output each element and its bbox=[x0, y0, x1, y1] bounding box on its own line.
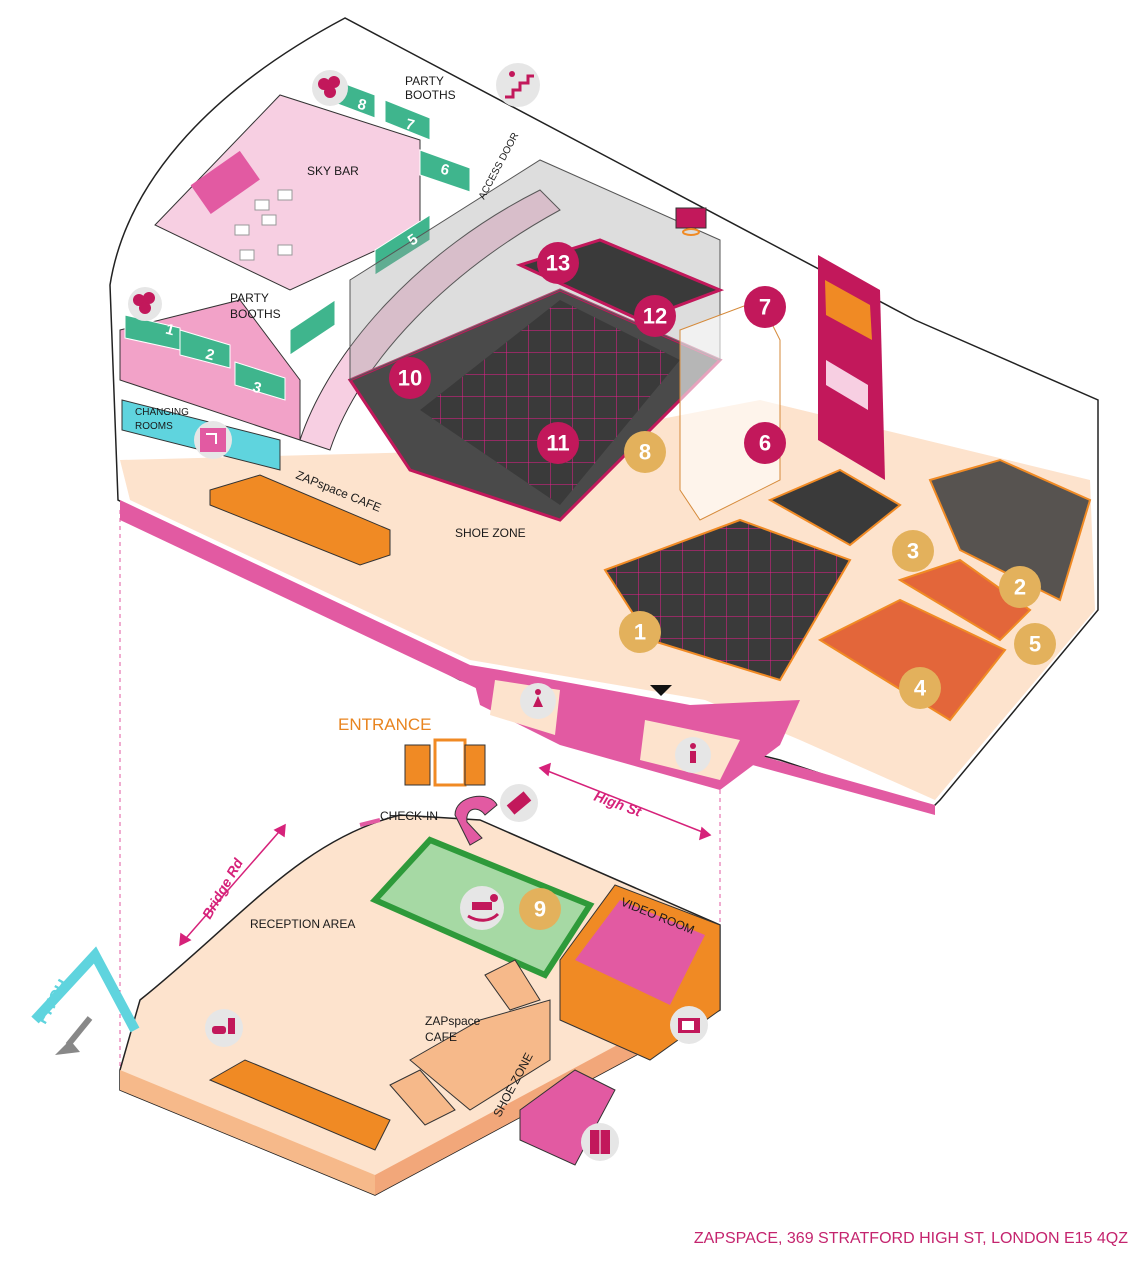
trampoline-court-6 bbox=[767, 468, 902, 547]
zone-badge-13: 13 bbox=[537, 242, 579, 284]
pitch-indicator bbox=[31, 946, 140, 1055]
pitch-label: PITCH bbox=[34, 977, 73, 1027]
booths-left bbox=[124, 214, 431, 401]
zone-badge-6: 6 bbox=[744, 422, 786, 464]
ticket-icon bbox=[500, 784, 538, 822]
svg-text:8: 8 bbox=[639, 440, 651, 465]
svg-text:3: 3 bbox=[907, 539, 919, 564]
zone-badge-g3: 3 bbox=[892, 530, 934, 572]
high-st-arrow bbox=[538, 762, 712, 841]
tv-icon bbox=[670, 1006, 708, 1044]
svg-text:10: 10 bbox=[398, 366, 422, 391]
zone-badge-12: 12 bbox=[634, 295, 676, 337]
svg-text:2: 2 bbox=[1014, 575, 1026, 600]
upper-cafe-counter bbox=[209, 474, 391, 566]
ground-cafe-counter bbox=[208, 1059, 391, 1151]
direction-arrow bbox=[650, 685, 672, 696]
stairs-person-icon bbox=[496, 63, 540, 107]
bridge-rd-label: Bridge Rd bbox=[199, 855, 247, 921]
upper-floor bbox=[109, 17, 1099, 815]
ninja-tower bbox=[679, 299, 781, 521]
zone-badge-10: 10 bbox=[389, 357, 431, 399]
zone-badge-11: 11 bbox=[537, 422, 579, 464]
zone-badges-gold: 1 2 3 4 5 8 9 bbox=[519, 431, 1056, 930]
svg-text:13: 13 bbox=[546, 251, 570, 276]
check-in-label: CHECK-IN bbox=[380, 809, 438, 823]
entrance-label: ENTRANCE bbox=[338, 715, 432, 734]
svg-text:12: 12 bbox=[643, 304, 667, 329]
locker-icon bbox=[581, 1123, 619, 1161]
upper-shoe-zone-label: SHOE ZONE bbox=[455, 526, 526, 540]
zone-badge-g9: 9 bbox=[519, 888, 561, 930]
svg-text:6: 6 bbox=[759, 431, 771, 456]
zone-badge-g1: 1 bbox=[619, 611, 661, 653]
female-toilet-icon bbox=[520, 683, 556, 719]
balloons-icon bbox=[312, 70, 348, 106]
zone-badge-g8: 8 bbox=[624, 431, 666, 473]
high-st-label: High St bbox=[592, 788, 645, 820]
sky-bar-label: SKY BAR bbox=[307, 164, 359, 178]
address-label: ZAPSPACE, 369 STRATFORD HIGH ST, LONDON … bbox=[694, 1230, 1128, 1247]
svg-text:11: 11 bbox=[546, 431, 569, 456]
reception-label: RECEPTION AREA bbox=[250, 917, 355, 931]
upper-floor-edge bbox=[120, 500, 480, 690]
bridge-rd-arrow bbox=[179, 823, 286, 947]
ground-stairs bbox=[389, 959, 541, 1126]
entrance-door[interactable] bbox=[404, 738, 486, 787]
svg-text:1: 1 bbox=[634, 620, 646, 645]
shower-icon bbox=[194, 421, 232, 459]
zone-badge-g5: 5 bbox=[1014, 623, 1056, 665]
zone-badges-magenta: 6 7 10 11 12 13 bbox=[389, 242, 786, 464]
svg-text:5: 5 bbox=[1029, 632, 1041, 657]
zone-badge-g2: 2 bbox=[999, 566, 1041, 608]
sky-bar-counter bbox=[190, 150, 260, 214]
svg-text:4: 4 bbox=[914, 676, 927, 701]
svg-text:9: 9 bbox=[534, 897, 546, 922]
food-icon bbox=[205, 1009, 243, 1047]
slope-court bbox=[928, 458, 1092, 602]
svg-text:7: 7 bbox=[759, 295, 771, 320]
check-in-desk bbox=[454, 795, 498, 846]
basketball-hoop-icon bbox=[675, 207, 707, 236]
zone-badge-g4: 4 bbox=[899, 667, 941, 709]
rocking-horse-icon bbox=[460, 886, 504, 930]
sky-bar-tables bbox=[234, 189, 293, 261]
male-toilet-icon bbox=[675, 737, 711, 773]
zone-badge-7: 7 bbox=[744, 286, 786, 328]
balloons-icon bbox=[128, 287, 162, 321]
